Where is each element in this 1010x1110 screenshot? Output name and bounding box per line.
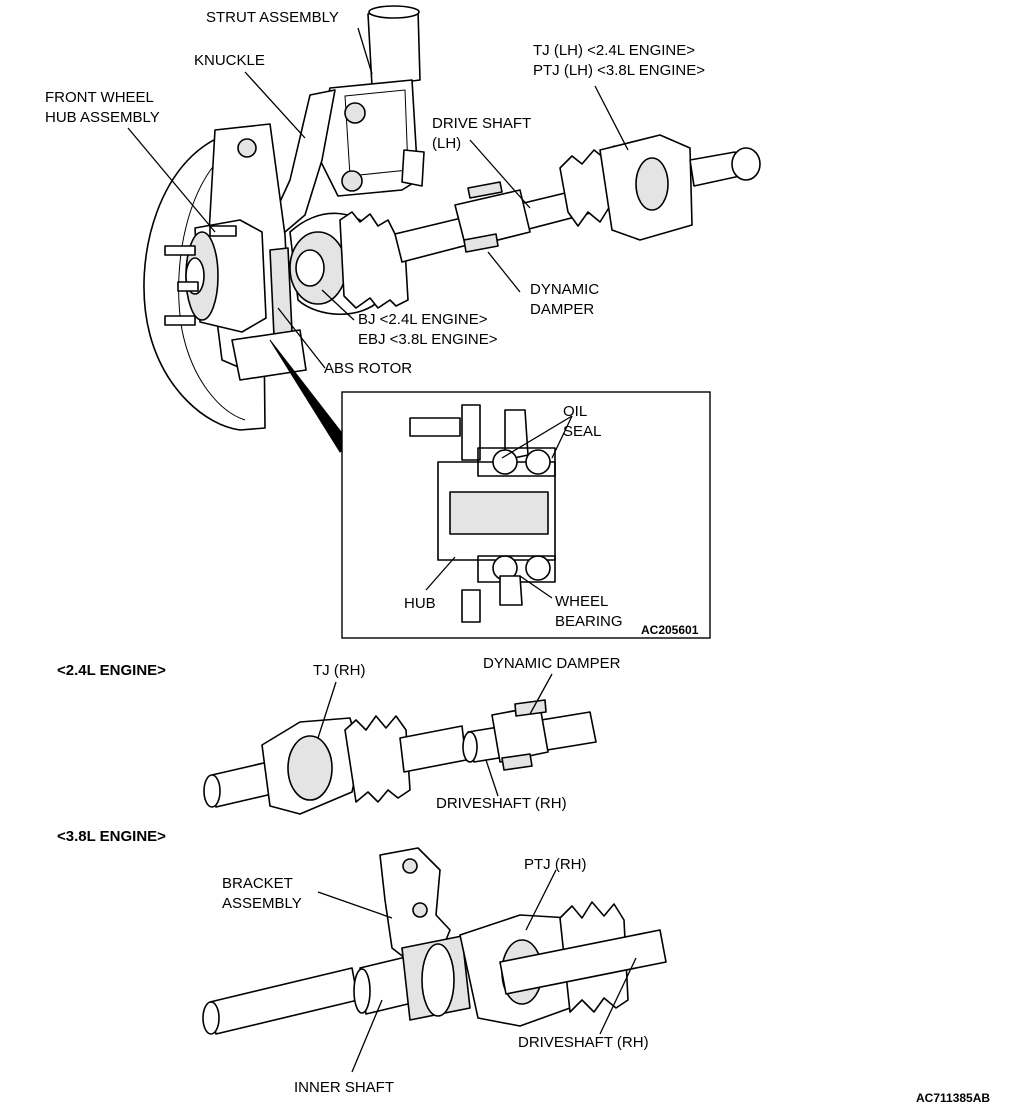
label-bj: BJ <2.4L ENGINE> EBJ <3.8L ENGINE>: [358, 311, 498, 348]
label-inner-shaft: INNER SHAFT: [294, 1079, 395, 1096]
label-driveshaft-rh-24l: DRIVESHAFT (RH): [436, 795, 567, 812]
label-knuckle: KNUCKLE: [194, 52, 265, 69]
label-wheel-bearing: WHEEL BEARING: [555, 593, 623, 630]
abs-rotor: [231, 247, 307, 381]
front-wheel-hub: [164, 219, 267, 333]
label-driveshaft-rh-38l: DRIVESHAFT (RH): [518, 1034, 649, 1051]
label-tj-rh: TJ (RH): [313, 662, 366, 679]
label-oil-seal: OIL SEAL: [563, 403, 602, 440]
label-strut-assembly: STRUT ASSEMBLY: [206, 9, 339, 26]
assembly-24l: [203, 673, 597, 815]
section-heading-38l: <3.8L ENGINE>: [57, 828, 166, 845]
label-bracket-assembly: BRACKET ASSEMBLY: [222, 875, 302, 912]
top-leader-lines: [127, 27, 629, 369]
bj-joint: [289, 211, 409, 316]
label-ptj-rh: PTJ (RH): [524, 856, 587, 873]
label-dynamic-damper: DYNAMIC DAMPER: [530, 281, 600, 318]
label-hub: HUB: [404, 595, 436, 612]
label-front-wheel-hub-assembly: FRONT WHEEL HUB ASSEMBLY: [45, 89, 160, 126]
inset-callout-pointer: [269, 339, 353, 453]
strut-assembly: [314, 5, 425, 197]
tj-lh-joint: [559, 134, 761, 241]
label-abs-rotor: ABS ROTOR: [324, 360, 413, 377]
section-heading-24l: <2.4L ENGINE>: [57, 662, 166, 679]
label-tj-lh: TJ (LH) <2.4L ENGINE> PTJ (LH) <3.8L ENG…: [533, 42, 706, 79]
inset-hub-bearing: [341, 391, 711, 639]
inset-figure-code: AC205601: [641, 623, 699, 637]
label-drive-shaft-lh: DRIVE SHAFT (LH): [432, 115, 532, 152]
assembly-38l: [202, 847, 667, 1073]
label-dynamic-damper-rh: DYNAMIC DAMPER: [483, 655, 621, 672]
figure-code: AC711385AB: [916, 1091, 991, 1105]
